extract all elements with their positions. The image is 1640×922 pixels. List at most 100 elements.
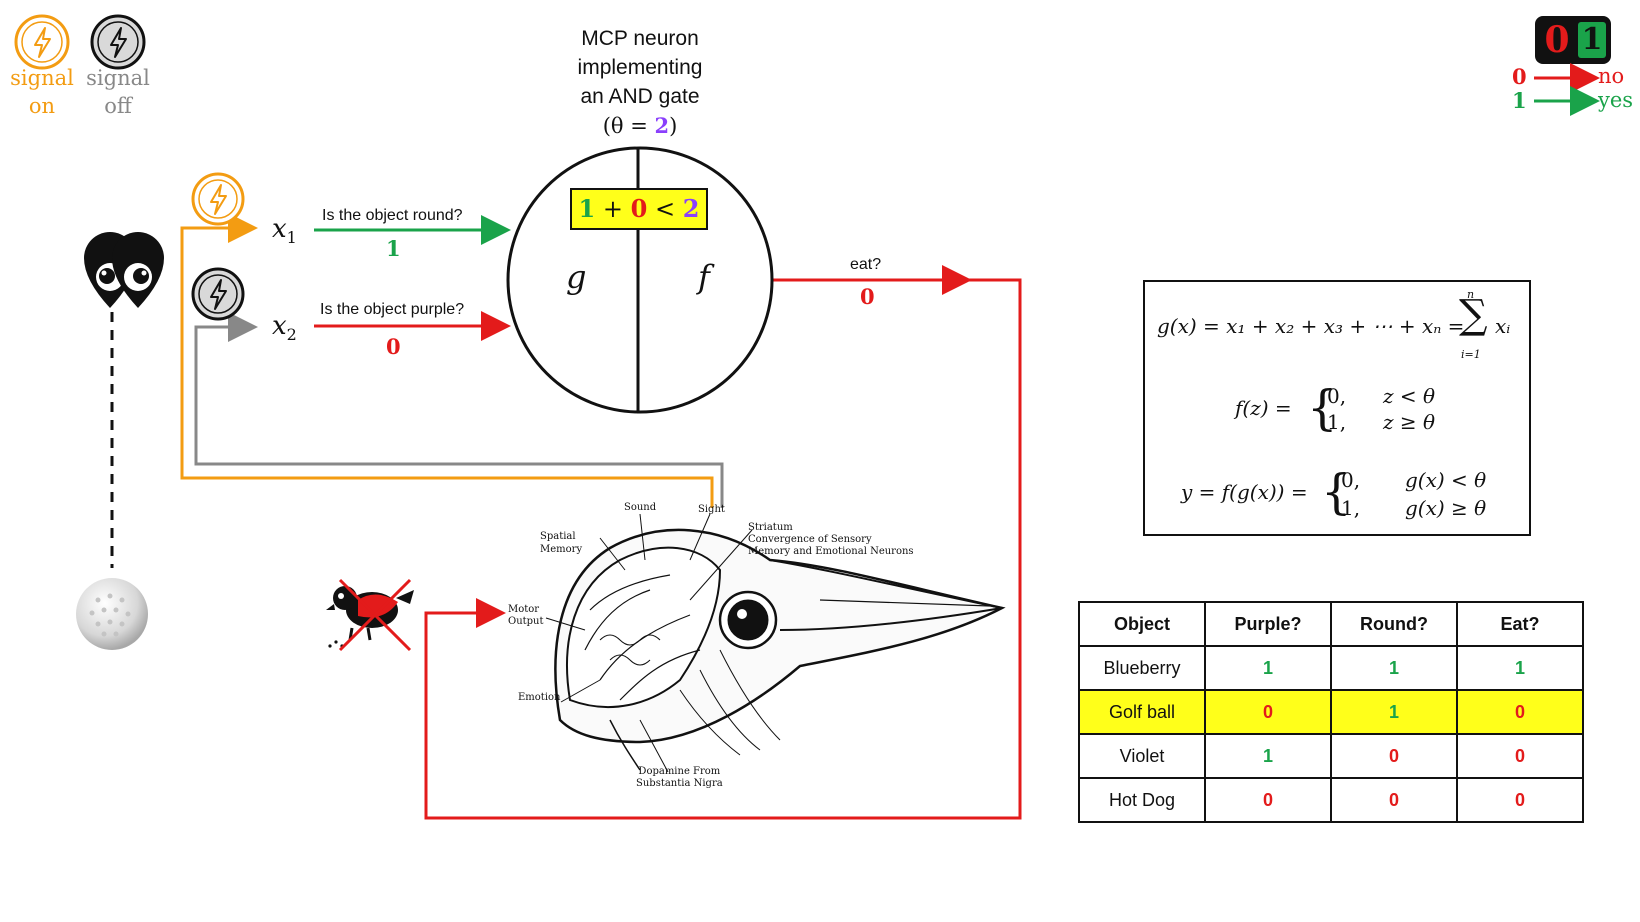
- cell-round: 1: [1330, 689, 1458, 735]
- truth-table: Object Purple? Round? Eat? Blueberry 1 1…: [1078, 601, 1584, 823]
- sum-upper: n: [1467, 288, 1475, 301]
- output-question: eat?: [850, 256, 882, 273]
- neuron-title-line2: implementing: [577, 56, 703, 79]
- sum-lower: i=1: [1461, 348, 1481, 361]
- y-lhs: y = f(g(x)) =: [1181, 480, 1308, 504]
- key-one: 1: [1512, 88, 1527, 113]
- y-case1: 1,: [1341, 496, 1361, 520]
- key-zero: 0: [1512, 64, 1527, 89]
- brain-label-spatial: Spatial Memory: [540, 530, 582, 556]
- feedback-wire: [424, 278, 1022, 820]
- sum-expression: 1 + 0 < 2: [570, 188, 708, 230]
- brain-label-motor: Motor Output: [508, 604, 544, 628]
- key-no-label: no: [1598, 64, 1625, 88]
- sum-plus: +: [602, 195, 623, 223]
- brain-label-dopamine: Dopamine From Substantia Nigra: [636, 766, 723, 790]
- badge-one: 1: [1581, 22, 1603, 57]
- question-round: Is the object round?: [322, 207, 463, 224]
- theta-prefix: (θ =: [602, 114, 655, 138]
- brain-label-motor-1: Motor: [508, 604, 540, 615]
- badge-zero: 0: [1544, 19, 1570, 61]
- f-case0: 0,: [1327, 384, 1347, 408]
- theta-line: (θ = 2): [530, 111, 750, 141]
- header-eat: Eat?: [1456, 601, 1584, 647]
- f-lhs: f(z) =: [1235, 396, 1292, 420]
- brain-label-emotion: Emotion: [518, 692, 561, 703]
- cell-eat: 0: [1456, 777, 1584, 823]
- brain-label-sound: Sound: [624, 502, 657, 513]
- y-brace: {: [1321, 464, 1352, 520]
- cell-round: 1: [1330, 645, 1458, 691]
- sum-theta: 2: [682, 194, 700, 223]
- y-case0: 0,: [1341, 468, 1361, 492]
- sum-less-than: <: [654, 195, 676, 223]
- lightning-on-icon: [14, 14, 70, 70]
- legend-signal-off-line2: off: [104, 94, 132, 118]
- theta-value: 2: [654, 113, 670, 138]
- f-cond1: z ≥ θ: [1383, 410, 1436, 434]
- cell-purple: 0: [1204, 689, 1332, 735]
- header-purple: Purple?: [1204, 601, 1332, 647]
- table-row: Blueberry 1 1 1: [1078, 645, 1584, 691]
- cell-object: Blueberry: [1078, 645, 1206, 691]
- key-yes-label: yes: [1598, 88, 1634, 112]
- legend-signal-on: signal on: [4, 64, 80, 120]
- cell-object: Hot Dog: [1078, 777, 1206, 823]
- legend-signal-off: signal off: [80, 64, 156, 120]
- input-x2: x2: [272, 311, 297, 344]
- y-cond1: g(x) ≥ θ: [1405, 496, 1487, 520]
- sum-input-1: 1: [578, 194, 596, 223]
- cell-eat: 1: [1456, 645, 1584, 691]
- crow-brain-illustration: [545, 513, 1006, 773]
- table-row-highlighted: Golf ball 0 1 0: [1078, 689, 1584, 735]
- cell-round: 0: [1330, 777, 1458, 823]
- input-x2-value: 0: [386, 334, 401, 359]
- g-label: g: [566, 258, 587, 296]
- brain-label-dopamine-2: Substantia Nigra: [636, 778, 723, 789]
- cell-purple: 0: [1204, 777, 1332, 823]
- lightning-off-icon: [90, 14, 146, 70]
- cell-round: 0: [1330, 733, 1458, 779]
- table-header-row: Object Purple? Round? Eat?: [1078, 601, 1584, 647]
- g-definition: g(x) = x₁ + x₂ + x₃ + ⋯ + xₙ =: [1157, 314, 1465, 338]
- legend-signal-on-line1: signal: [10, 66, 74, 90]
- neuron-title-line3: an AND gate: [580, 85, 700, 108]
- legend-signal-off-line1: signal: [86, 66, 150, 90]
- crossed-bird-icon: [326, 578, 414, 652]
- input-x1-value: 1: [386, 236, 401, 261]
- sum-input-2: 0: [630, 194, 648, 223]
- lightning-on-icon: [191, 172, 245, 226]
- table-row: Violet 1 0 0: [1078, 733, 1584, 779]
- cell-eat: 0: [1456, 733, 1584, 779]
- neuron-title: MCP neuron implementing an AND gate (θ =…: [530, 24, 750, 141]
- y-cond0: g(x) < θ: [1405, 468, 1487, 492]
- input-x1: x1: [272, 214, 297, 247]
- cell-object: Violet: [1078, 733, 1206, 779]
- cell-eat: 0: [1456, 689, 1584, 735]
- header-object: Object: [1078, 601, 1206, 647]
- table-row: Hot Dog 0 0 0: [1078, 777, 1584, 823]
- sight-wire-off: [194, 312, 724, 508]
- output-value: 0: [860, 284, 875, 309]
- sight-wire-on: [180, 213, 714, 508]
- sum-term: xᵢ: [1495, 314, 1511, 338]
- theta-suffix: ): [669, 114, 678, 138]
- brain-label-striatum-2: Convergence of Sensory: [748, 534, 872, 545]
- brain-label-striatum-3: Memory and Emotional Neurons: [748, 546, 914, 557]
- brain-label-motor-2: Output: [508, 616, 544, 627]
- input-x1-var: x: [272, 214, 287, 244]
- brain-label-striatum-1: Striatum: [748, 522, 793, 533]
- input-x2-var: x: [272, 311, 287, 341]
- cell-object: Golf ball: [1078, 689, 1206, 735]
- lightning-off-icon: [191, 267, 245, 321]
- cell-purple: 1: [1204, 645, 1332, 691]
- input-x2-sub: 2: [286, 325, 297, 345]
- header-round: Round?: [1330, 601, 1458, 647]
- f-label: f: [698, 258, 710, 296]
- brain-label-spatial-1: Spatial: [540, 531, 576, 542]
- golf-ball-icon: [76, 578, 148, 650]
- brain-label-dopamine-1: Dopamine From: [638, 766, 721, 777]
- eye-pin-icon: [112, 232, 164, 308]
- cell-purple: 1: [1204, 733, 1332, 779]
